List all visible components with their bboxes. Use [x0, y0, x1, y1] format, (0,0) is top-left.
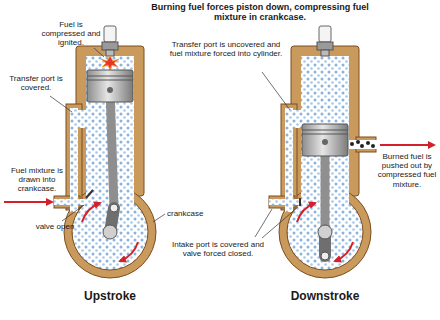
upstroke-engine [4, 26, 156, 278]
callout-label: Intake port is covered and valve forced … [166, 240, 270, 258]
callout-label: Transfer port is covered. [4, 74, 68, 92]
callout-label: Burned fuel is pushed out by compressed … [377, 152, 437, 189]
callout-label: Transfer port is uncovered and fuel mixt… [166, 40, 286, 58]
callout-label: Fuel mixture is drawn into crankcase. [2, 166, 72, 194]
stroke-name: Downstroke [270, 290, 380, 304]
callout-label: Fuel is compressed and ignited. [38, 20, 104, 48]
stroke-name: Upstroke [60, 290, 160, 304]
leader-lines [50, 48, 298, 238]
diagram-title: Burning fuel forces piston down, compres… [150, 2, 370, 23]
callout-label: valve open [30, 222, 80, 231]
part-label: crankcase [167, 209, 217, 218]
